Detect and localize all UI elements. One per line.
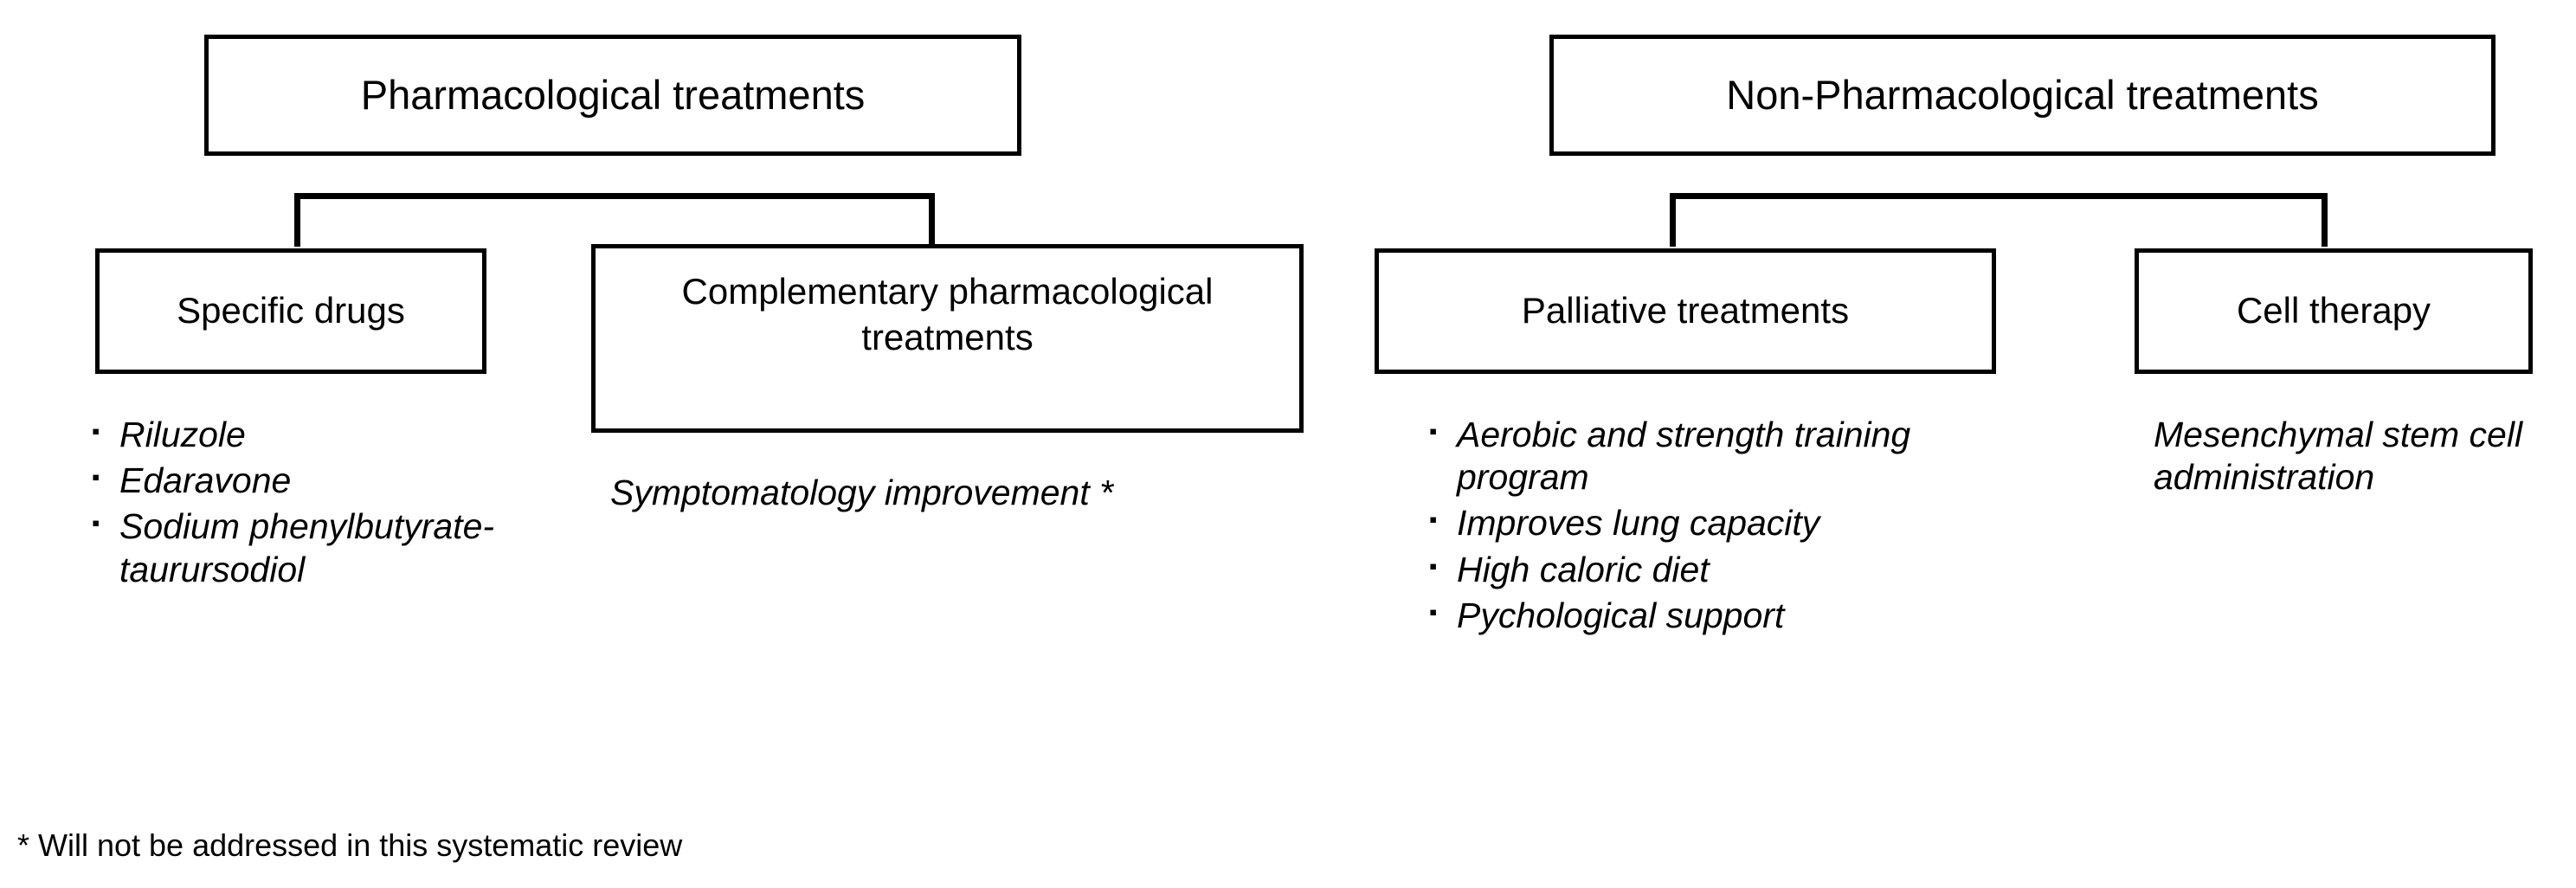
- node-label-specific-drugs: Specific drugs: [177, 290, 405, 331]
- connector-horizontal-non-pharmacological: [1670, 193, 2328, 199]
- bullet-square-icon: ▪: [92, 510, 100, 537]
- bullet-list-specific-drugs: ▪ Riluzole ▪ Edaravone ▪ Sodium phenylbu…: [87, 414, 641, 595]
- node-label-pharmacological-treatments: Pharmacological treatments: [360, 71, 866, 118]
- connector-horizontal-pharmacological: [294, 193, 935, 199]
- list-item: ▪ Aerobic and strength training program: [1424, 414, 1995, 499]
- connector-vertical-cell-therapy: [2322, 193, 2328, 247]
- list-item-label: Aerobic and strength training program: [1457, 415, 1911, 498]
- node-label-palliative-treatments: Palliative treatments: [1521, 290, 1850, 331]
- node-box-cell-therapy[interactable]: Cell therapy: [2135, 248, 2533, 374]
- footnote-text: * Will not be addressed in this systemat…: [17, 827, 683, 863]
- node-label-cell-therapy: Cell therapy: [2236, 290, 2431, 331]
- node-box-palliative-treatments[interactable]: Palliative treatments: [1375, 248, 1996, 374]
- bullet-square-icon: ▪: [92, 418, 100, 444]
- list-item-label: High caloric diet: [1457, 549, 1710, 589]
- bullet-list-palliative-treatments: ▪ Aerobic and strength training program …: [1424, 414, 1995, 640]
- list-item: ▪ Improves lung capacity: [1424, 502, 1995, 544]
- list-item: ▪ Sodium phenylbutyrate-taurursodiol: [87, 505, 641, 590]
- node-label-non-pharmacological-treatments: Non-Pharmacological treatments: [1726, 71, 2319, 118]
- list-item-label: Edaravone: [119, 460, 292, 501]
- list-item-label: Riluzole: [119, 415, 246, 454]
- bullet-square-icon: ▪: [92, 464, 100, 491]
- bullet-square-icon: ▪: [1429, 418, 1438, 444]
- connector-vertical-specific-drugs: [294, 193, 300, 247]
- note-symptomatology-improvement: Symptomatology improvement *: [610, 473, 1114, 512]
- list-item-label: Improves lung capacity: [1457, 503, 1820, 544]
- list-item: ▪ High caloric diet: [1424, 549, 1995, 591]
- node-box-complementary-pharmacological-treatments[interactable]: Complementary pharmacological treatments: [591, 244, 1304, 433]
- node-box-specific-drugs[interactable]: Specific drugs: [95, 248, 486, 374]
- list-item: ▪ Edaravone: [87, 460, 641, 502]
- list-item-label: Pychological support: [1457, 595, 1785, 635]
- node-label-complementary-pharmacological-treatments: Complementary pharmacological treatments: [681, 271, 1214, 357]
- list-item: ▪ Riluzole: [87, 414, 641, 456]
- list-item: ▪ Pychological support: [1424, 595, 1995, 637]
- bullet-square-icon: ▪: [1429, 506, 1438, 533]
- node-box-non-pharmacological-treatments[interactable]: Non-Pharmacological treatments: [1549, 35, 2496, 156]
- note-mesenchymal-stem-cell-administration: Mesenchymal stem cell administration: [2154, 415, 2523, 498]
- connector-vertical-palliative: [1670, 193, 1676, 247]
- list-item-label: Sodium phenylbutyrate-taurursodiol: [119, 506, 495, 589]
- bullet-square-icon: ▪: [1429, 598, 1438, 625]
- connector-vertical-complementary: [929, 193, 935, 247]
- bullet-square-icon: ▪: [1429, 552, 1438, 579]
- node-box-pharmacological-treatments[interactable]: Pharmacological treatments: [204, 35, 1021, 156]
